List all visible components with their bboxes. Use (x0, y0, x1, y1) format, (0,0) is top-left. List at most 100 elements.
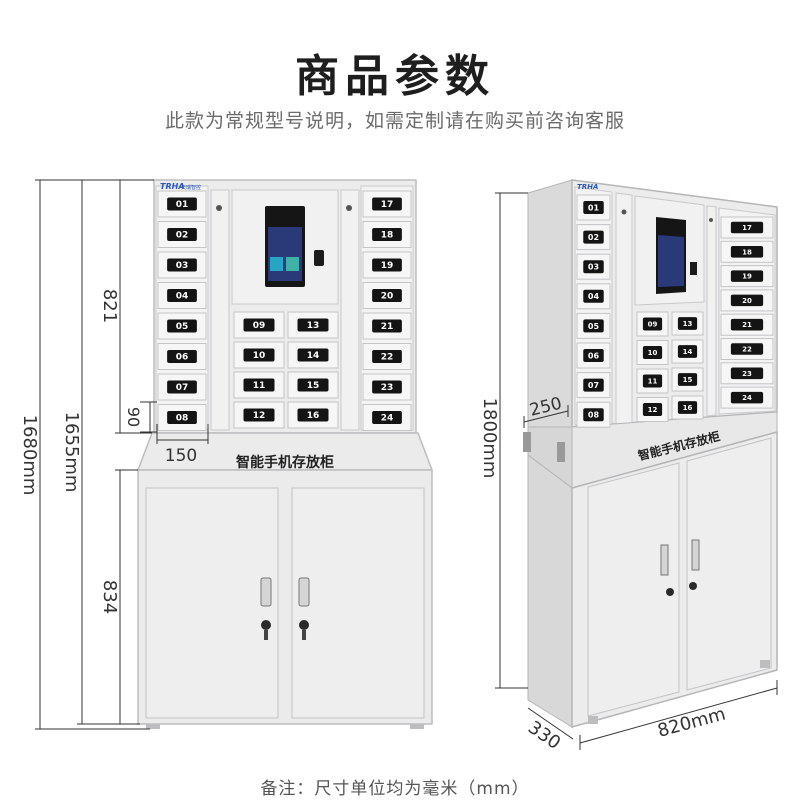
locker-door-24[interactable]: 24 (362, 404, 412, 431)
locker-door-21[interactable]: 21 (362, 312, 412, 340)
side-locker-door-03[interactable]: 03 (576, 253, 611, 280)
brand-subtext: 天瑞智控 (181, 184, 201, 191)
door-number: 12 (253, 411, 266, 421)
locker-door-04[interactable]: 04 (157, 282, 207, 309)
door-number: 10 (253, 351, 266, 361)
door-number: 15 (307, 381, 320, 391)
door-number: 06 (588, 351, 600, 360)
locker-door-16[interactable]: 16 (287, 401, 339, 429)
door-number: 09 (648, 321, 658, 329)
door-number: 14 (307, 351, 320, 361)
door-number: 23 (381, 383, 394, 393)
locker-door-05[interactable]: 05 (157, 312, 207, 340)
door-number: 19 (381, 261, 394, 271)
door-number: 05 (588, 322, 600, 331)
door-number: 10 (648, 349, 658, 357)
locker-door-20[interactable]: 20 (362, 282, 412, 309)
door-number: 21 (742, 321, 752, 329)
door-number: 17 (381, 200, 394, 210)
cabinet-label: 智能手机存放柜 (235, 454, 334, 471)
door-number: 24 (742, 394, 752, 402)
door-number: 22 (742, 346, 752, 354)
door-handle (298, 577, 310, 607)
locker-door-15[interactable]: 15 (287, 371, 339, 399)
door-number: 11 (648, 378, 658, 386)
side-locker-door-15[interactable]: 15 (671, 367, 704, 392)
side-locker-door-13[interactable]: 13 (671, 311, 704, 336)
locker-door-17[interactable]: 17 (362, 190, 412, 218)
door-number: 09 (253, 321, 266, 331)
dim-body-height: 1655mm (61, 412, 82, 493)
locker-door-02[interactable]: 02 (157, 221, 207, 248)
door-number: 02 (176, 231, 189, 241)
door-number: 07 (176, 383, 189, 393)
locker-door-06[interactable]: 06 (157, 343, 207, 370)
locker-door-18[interactable]: 18 (362, 221, 412, 248)
lock-icon (689, 582, 697, 590)
side-locker-door-02[interactable]: 02 (576, 224, 611, 251)
side-locker-door-24[interactable]: 24 (720, 386, 774, 409)
door-number: 16 (683, 404, 693, 412)
locker-door-11[interactable]: 11 (233, 371, 285, 399)
side-locker-door-08[interactable]: 08 (576, 401, 611, 428)
door-number: 12 (648, 406, 658, 414)
door-number: 13 (307, 321, 320, 331)
door-number: 17 (742, 224, 752, 232)
side-locker-door-20[interactable]: 20 (720, 289, 774, 312)
door-number: 05 (176, 322, 189, 332)
side-locker-door-19[interactable]: 19 (720, 265, 774, 288)
side-locker-door-21[interactable]: 21 (720, 313, 774, 336)
side-locker-door-14[interactable]: 14 (671, 339, 704, 364)
dim-side-depth: 330 (524, 717, 564, 754)
side-locker-door-07[interactable]: 07 (576, 372, 611, 399)
dim-side-width: 820mm (655, 704, 728, 742)
side-locker-door-09[interactable]: 09 (636, 311, 669, 337)
locker-door-22[interactable]: 22 (362, 343, 412, 370)
locker-door-08[interactable]: 08 (157, 404, 207, 431)
lock-icon (666, 588, 674, 596)
side-touch-screen (658, 235, 684, 287)
door-number: 08 (588, 411, 600, 420)
lower-door-left (145, 487, 279, 719)
side-locker-door-18[interactable]: 18 (720, 240, 774, 263)
door-number: 04 (588, 292, 600, 301)
indicator-light (346, 205, 352, 211)
locker-door-09[interactable]: 09 (233, 311, 285, 339)
lock-icon (299, 620, 309, 630)
locker-door-12[interactable]: 12 (233, 401, 285, 429)
locker-door-10[interactable]: 10 (233, 341, 285, 369)
door-number: 07 (588, 381, 599, 390)
side-locker-door-04[interactable]: 04 (576, 283, 611, 310)
locker-door-14[interactable]: 14 (287, 341, 339, 369)
side-locker-door-16[interactable]: 16 (671, 395, 704, 420)
locker-door-03[interactable]: 03 (157, 251, 207, 279)
side-locker-door-01[interactable]: 01 (576, 194, 611, 221)
side-locker-door-17[interactable]: 17 (720, 216, 774, 239)
dim-lower-height: 834 (99, 580, 120, 614)
side-brand-logo: TRHA (577, 183, 598, 191)
door-number: 16 (307, 411, 320, 421)
door-number: 20 (742, 297, 752, 305)
door-number: 18 (381, 231, 394, 241)
side-locker-door-06[interactable]: 06 (576, 342, 611, 369)
dim-door-height: 90 (124, 407, 143, 427)
locker-door-07[interactable]: 07 (157, 373, 207, 401)
locker-door-19[interactable]: 19 (362, 251, 412, 279)
locker-door-01[interactable]: 01 (157, 190, 207, 218)
door-number: 03 (176, 261, 189, 271)
locker-door-13[interactable]: 13 (287, 311, 339, 339)
side-locker-door-10[interactable]: 10 (636, 340, 669, 365)
side-locker-door-05[interactable]: 05 (576, 312, 611, 339)
door-number: 13 (683, 320, 693, 328)
locker-door-23[interactable]: 23 (362, 373, 412, 401)
side-locker-door-22[interactable]: 22 (720, 338, 774, 360)
side-locker-door-12[interactable]: 12 (636, 397, 669, 422)
side-locker-door-11[interactable]: 11 (636, 368, 669, 394)
front-cabinet: TRHA 天瑞智控 智能手机存放柜 0102030405060708171819… (136, 179, 434, 729)
side-cabinet: TRHA 智能手机存放柜 010203040506070809101112131… (523, 179, 778, 728)
side-locker-door-23[interactable]: 23 (720, 362, 774, 385)
door-handle (260, 577, 272, 607)
page-subtitle: 此款为常规型号说明，如需定制请在购买前咨询客服 (164, 110, 625, 132)
door-number: 04 (176, 292, 189, 302)
